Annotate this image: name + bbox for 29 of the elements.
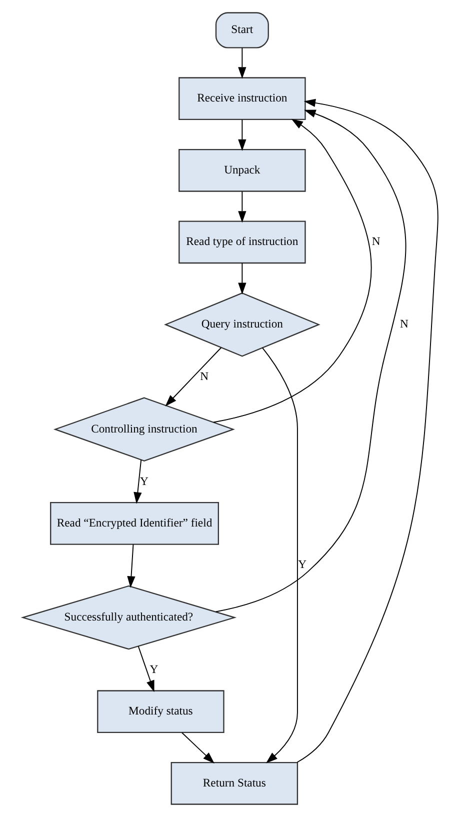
edge-label: N xyxy=(200,370,209,383)
node-box: Return Status xyxy=(170,762,298,805)
arrow xyxy=(238,119,246,151)
node-box: Start xyxy=(215,12,269,48)
node-box: Unpack xyxy=(178,148,306,192)
node-box: Read “Encrypted Identifier” field xyxy=(50,502,219,545)
node-box: Modify status xyxy=(97,690,224,734)
arrow xyxy=(238,47,246,79)
node-box: Receive instruction xyxy=(178,77,306,120)
edge-label: Y xyxy=(140,474,148,488)
arrow xyxy=(238,262,246,294)
arrow xyxy=(134,460,142,504)
arrow xyxy=(165,347,222,406)
arrow xyxy=(213,118,372,423)
arrow xyxy=(296,98,438,763)
edge-label: Y xyxy=(298,558,307,572)
arrow xyxy=(138,646,154,692)
edge-label: Y xyxy=(150,662,158,676)
node-diamond: Successfully authenticated? xyxy=(20,585,237,650)
node-diamond: Query instruction xyxy=(164,292,320,357)
arrow xyxy=(182,732,214,764)
edge-label: N xyxy=(372,235,380,248)
arrow xyxy=(238,191,246,223)
node-box: Read type of instruction xyxy=(178,220,306,264)
arrow xyxy=(262,347,298,764)
arrow xyxy=(127,544,136,588)
node-diamond: Controlling instruction xyxy=(53,397,235,462)
arrow xyxy=(215,110,406,612)
edge-label: N xyxy=(400,318,408,331)
